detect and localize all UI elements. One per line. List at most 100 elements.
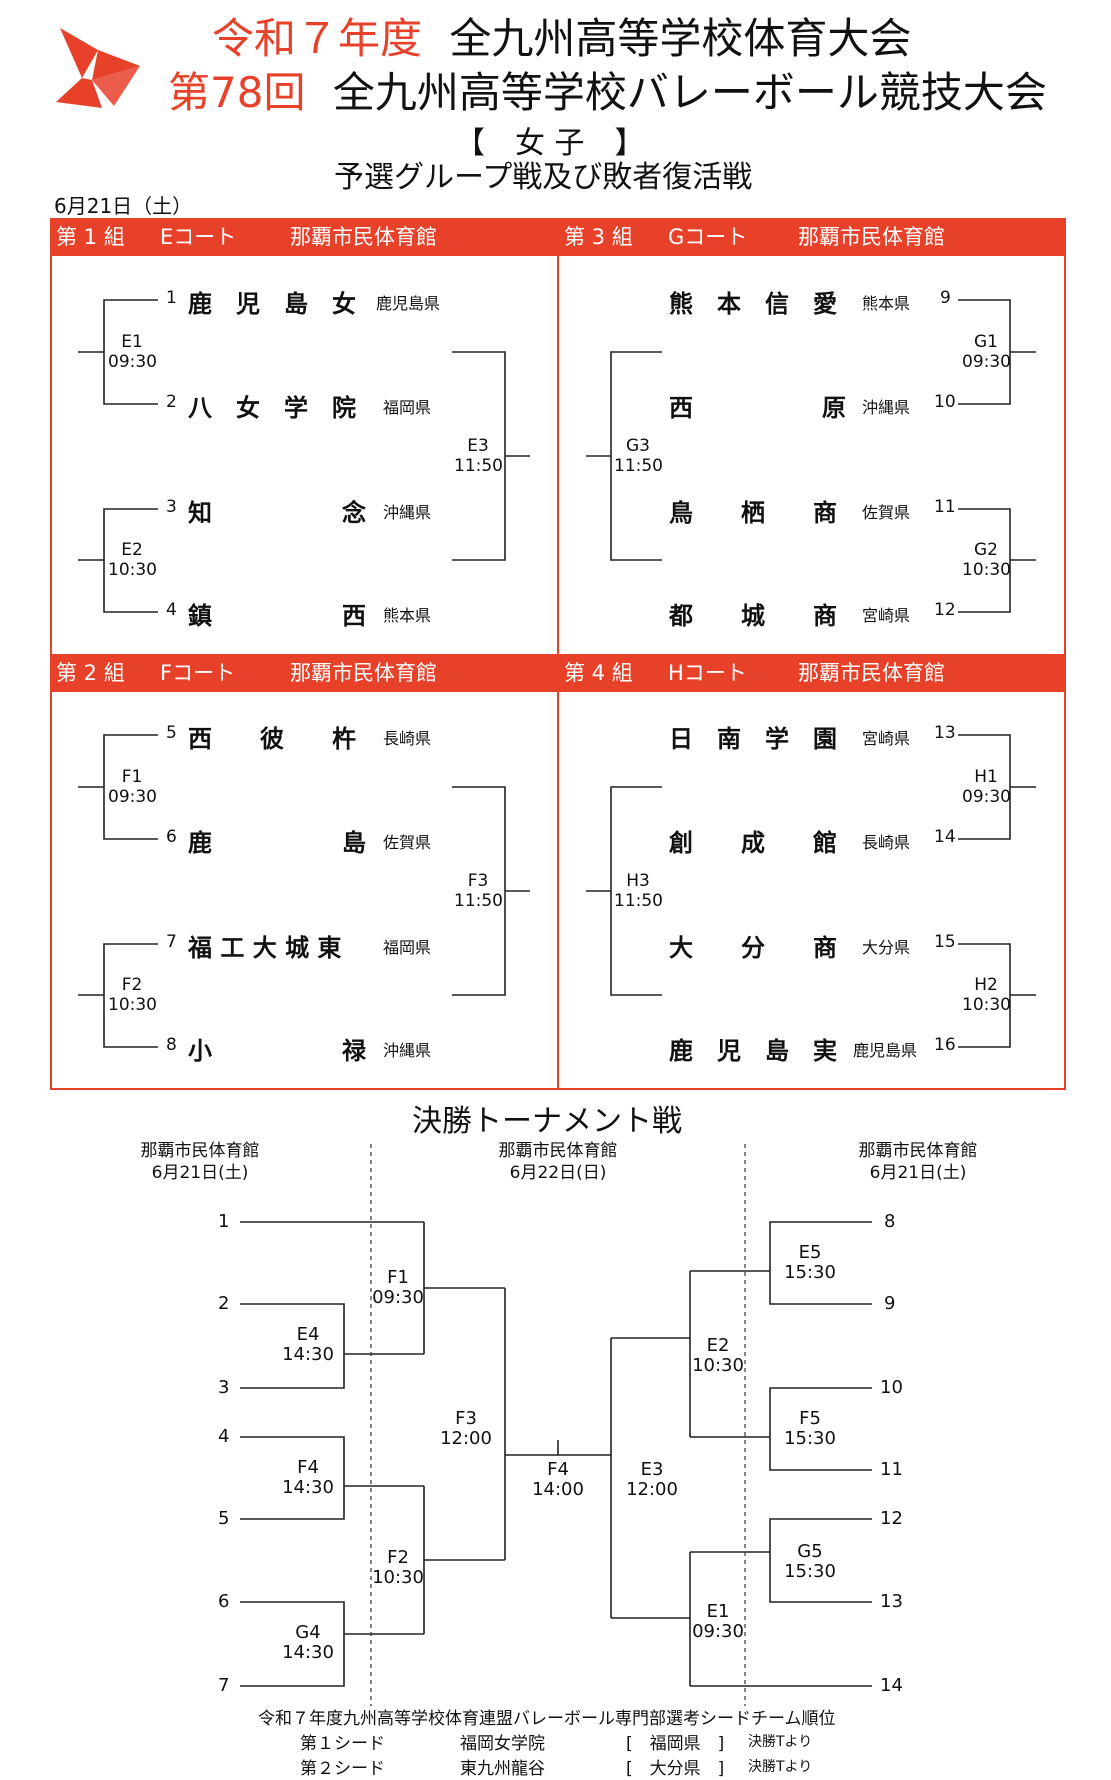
team-prefecture: 沖縄県 bbox=[383, 1041, 432, 1060]
seed-number: 15 bbox=[934, 932, 956, 952]
match-code: F2 bbox=[387, 1547, 409, 1568]
match-time: 09:30 bbox=[108, 787, 157, 807]
match-label: E1 09:30 bbox=[108, 332, 157, 372]
group-1-header: 第 1 組 Eコート 那覇市民体育館 bbox=[50, 218, 558, 256]
title-edition: 第78回 bbox=[168, 68, 306, 117]
team-prefecture: 熊本県 bbox=[862, 294, 911, 313]
final-title: 決勝トーナメント戦 bbox=[412, 1104, 682, 1139]
seed-number: 12 bbox=[934, 600, 956, 620]
team-name: 都 城 商 bbox=[669, 602, 837, 630]
match-code: E3 bbox=[640, 1459, 664, 1480]
slot-number: 5 bbox=[218, 1508, 230, 1529]
match-label: F4 14:00 bbox=[528, 1460, 588, 1500]
match-label: E4 14:30 bbox=[278, 1325, 338, 1365]
match-code: F4 bbox=[547, 1459, 569, 1480]
date-label: 6月21日(土) bbox=[869, 1163, 967, 1183]
seed-number: 1 bbox=[166, 288, 177, 308]
match-time: 11:50 bbox=[454, 456, 503, 476]
group-2-header: 第 2 組 Fコート 那覇市民体育館 bbox=[50, 654, 558, 692]
seed-number: 3 bbox=[166, 497, 177, 517]
match-time: 11:50 bbox=[454, 891, 503, 911]
seed-rank: 第１シード bbox=[300, 1734, 385, 1754]
date-label: 6月21日(土) bbox=[151, 1163, 249, 1183]
category-label: 【 女 子 】 bbox=[455, 126, 645, 161]
match-label: F3 11:50 bbox=[454, 871, 503, 911]
match-time: 10:30 bbox=[372, 1567, 424, 1588]
match-label: F2 10:30 bbox=[108, 975, 157, 1015]
team-name: 西 彼 杵 bbox=[188, 725, 356, 753]
slot-number: 1 bbox=[218, 1211, 230, 1232]
court-label: Hコート bbox=[668, 661, 747, 685]
match-code: F1 bbox=[121, 767, 143, 787]
match-time: 09:30 bbox=[962, 352, 1011, 372]
seed-team: 東九州龍谷 bbox=[460, 1759, 545, 1779]
seed-number: 11 bbox=[934, 497, 956, 517]
team-prefecture: 長崎県 bbox=[383, 729, 432, 748]
court-label: Fコート bbox=[160, 661, 236, 685]
match-code: E1 bbox=[121, 332, 143, 352]
slot-number: 10 bbox=[880, 1377, 903, 1398]
team-name: 鹿 児 島 実 bbox=[669, 1037, 837, 1065]
slot-number: 4 bbox=[218, 1426, 230, 1447]
team-name: 鹿 bbox=[188, 829, 212, 857]
slot-number: 9 bbox=[884, 1293, 896, 1314]
match-time: 10:30 bbox=[962, 995, 1011, 1015]
logo bbox=[52, 20, 144, 112]
match-label: G5 15:30 bbox=[780, 1542, 840, 1582]
match-label: H1 09:30 bbox=[962, 767, 1011, 807]
date-label: 6月21日（土） bbox=[54, 194, 193, 218]
seed-title: 令和７年度九州高等学校体育連盟バレーボール専門部選考シードチーム順位 bbox=[258, 1709, 836, 1729]
seed-number: 16 bbox=[934, 1035, 956, 1055]
slot-number: 2 bbox=[218, 1293, 230, 1314]
match-code: E2 bbox=[706, 1335, 730, 1356]
match-time: 14:30 bbox=[282, 1344, 334, 1365]
match-time: 10:30 bbox=[108, 995, 157, 1015]
team-name: 小 bbox=[188, 1037, 212, 1065]
match-label: H3 11:50 bbox=[614, 871, 663, 911]
slot-number: 14 bbox=[880, 1675, 903, 1696]
seed-number: 10 bbox=[934, 392, 956, 412]
team-name: 日 南 学 園 bbox=[669, 725, 837, 753]
team-prefecture: 鹿児島県 bbox=[376, 294, 441, 313]
team-name: 熊 本 信 愛 bbox=[669, 290, 837, 318]
title-line-1: 令和７年度 全九州高等学校体育大会 bbox=[212, 14, 911, 64]
match-label: E3 11:50 bbox=[454, 436, 503, 476]
team-prefecture: 福岡県 bbox=[383, 938, 432, 957]
slot-number: 3 bbox=[218, 1377, 230, 1398]
team-name-end: 西 bbox=[342, 602, 366, 630]
team-name-end: 念 bbox=[342, 499, 366, 527]
match-label: F3 12:00 bbox=[436, 1409, 496, 1449]
match-code: H1 bbox=[974, 767, 998, 787]
seed-note: 決勝Tより bbox=[748, 1759, 813, 1775]
match-label: H2 10:30 bbox=[962, 975, 1011, 1015]
match-time: 14:00 bbox=[532, 1479, 584, 1500]
title-line-2: 第78回 全九州高等学校バレーボール競技大会 bbox=[168, 68, 1047, 118]
group-label: 第 3 組 bbox=[564, 225, 633, 249]
team-prefecture: 熊本県 bbox=[383, 606, 432, 625]
match-code: G1 bbox=[974, 332, 998, 352]
match-code: E3 bbox=[467, 436, 489, 456]
match-code: F3 bbox=[467, 871, 489, 891]
team-prefecture: 沖縄県 bbox=[862, 398, 911, 417]
match-code: G3 bbox=[626, 436, 650, 456]
team-name: 鹿 児 島 女 bbox=[188, 290, 356, 318]
team-prefecture: 福岡県 bbox=[383, 398, 432, 417]
team-name: 大 分 商 bbox=[669, 934, 837, 962]
match-code: F3 bbox=[455, 1408, 477, 1429]
title-competition: 全九州高等学校バレーボール競技大会 bbox=[332, 68, 1047, 117]
team-prefecture: 佐賀県 bbox=[862, 503, 911, 522]
match-label: E5 15:30 bbox=[780, 1243, 840, 1283]
seed-team: 福岡女学院 bbox=[460, 1734, 545, 1754]
slot-number: 8 bbox=[884, 1211, 896, 1232]
seed-number: 9 bbox=[940, 288, 951, 308]
match-label: F4 14:30 bbox=[278, 1458, 338, 1498]
group-4-header: 第 4 組 Hコート 那覇市民体育館 bbox=[558, 654, 1065, 692]
team-prefecture: 大分県 bbox=[862, 938, 911, 957]
venue-label: 那覇市民体育館 bbox=[140, 1141, 260, 1161]
venue-label: 那覇市民体育館 bbox=[858, 1141, 978, 1161]
slot-number: 7 bbox=[218, 1675, 230, 1696]
match-label: F5 15:30 bbox=[780, 1409, 840, 1449]
team-name: 福 工 大 城 東 bbox=[188, 934, 342, 962]
venue-label: 那覇市民体育館 bbox=[290, 225, 437, 249]
slot-number: 13 bbox=[880, 1591, 903, 1612]
